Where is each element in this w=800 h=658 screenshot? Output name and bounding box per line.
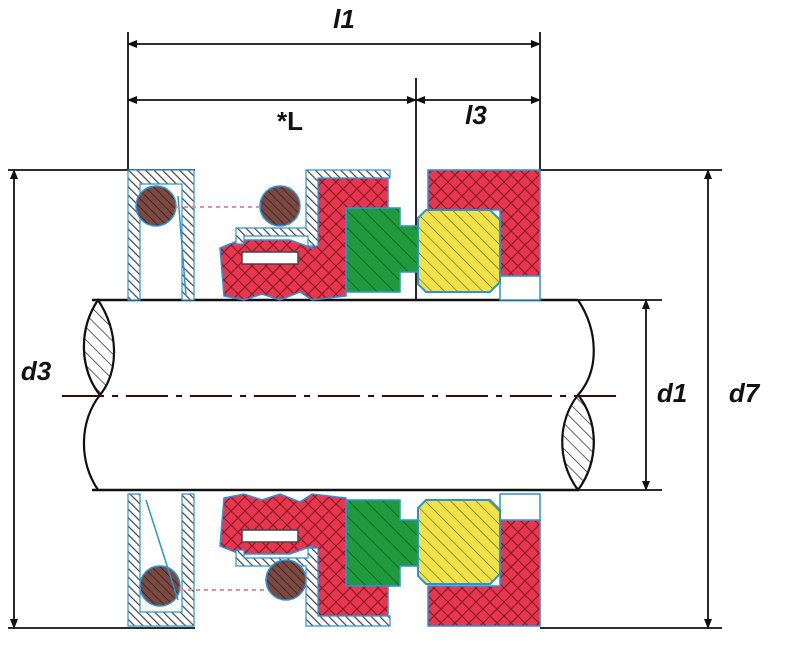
gland-top (127, 169, 195, 301)
bellows-bottom (219, 493, 389, 617)
label-d1: d1 (657, 378, 687, 408)
retainer-bottom (235, 547, 391, 627)
seal-ring-top (345, 207, 419, 293)
bellows-top (219, 177, 389, 301)
seal-bottom-half (127, 493, 541, 627)
rotating-face-top (417, 209, 501, 293)
label-l3: l3 (465, 100, 487, 130)
rotating-face-bottom (417, 499, 501, 585)
label-d7: d7 (729, 378, 761, 408)
gland-bottom (127, 493, 195, 627)
seal-ring-bottom (345, 499, 419, 587)
label-l1: l1 (333, 4, 355, 34)
seal-top-half (127, 169, 541, 301)
o-ring-bottom (265, 559, 307, 601)
o-ring-top (259, 185, 301, 227)
retainer-top (235, 169, 391, 247)
shaft-break-right (561, 393, 595, 492)
label-L: *L (277, 106, 303, 136)
label-d3: d3 (21, 356, 52, 386)
shaft (62, 298, 622, 492)
gland-o-ring-top (135, 185, 177, 227)
